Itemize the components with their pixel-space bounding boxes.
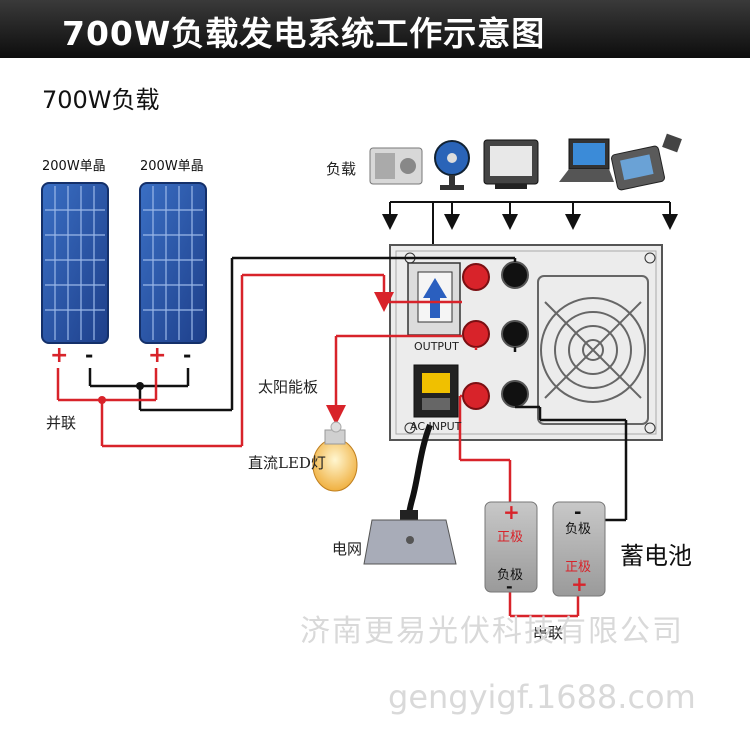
battery-1-top-label: 正极 (497, 530, 524, 545)
header-bar: 700W负载发电系统工作示意图 (0, 0, 750, 58)
ac-input-label: AC INPUT (410, 420, 462, 433)
load-subtitle: 700W负载 (42, 86, 160, 114)
load-label: 负载 (326, 160, 357, 178)
battery-1-top-sign: + (503, 500, 520, 524)
battery-1 (484, 501, 538, 593)
battery-2-top-sign: - (574, 502, 582, 523)
grid-plug-icon (363, 423, 457, 565)
battery-2-bottom-sign: + (571, 572, 588, 596)
radio-icon (369, 147, 423, 185)
panel-2-label: 200W单晶 (140, 159, 204, 174)
battery-1-bottom-sign: - (506, 577, 513, 596)
grid-label: 电网 (332, 540, 363, 558)
series-label: 串联 (533, 624, 564, 642)
tv-icon (483, 139, 539, 189)
controller-inverter (389, 244, 663, 441)
laptop-icon (559, 138, 614, 182)
panel-1-label: 200W单晶 (42, 159, 106, 174)
battery-label: 蓄电池 (620, 542, 692, 570)
solar-panel-2 (139, 182, 207, 344)
panel-1-minus: - (85, 343, 94, 367)
fan-icon (434, 140, 470, 190)
panel-2-minus: - (183, 343, 192, 367)
mobile-device-icon (611, 133, 682, 191)
positive-wiring (56, 273, 580, 618)
fan-grille-icon (537, 275, 649, 425)
parallel-label: 并联 (46, 414, 77, 432)
watermark-url: gengyigf.1688.com (388, 678, 696, 716)
page-title: 700W负载发电系统工作示意图 (62, 14, 546, 53)
battery-2-bottom-label: 正极 (565, 560, 592, 575)
battery-2 (552, 501, 606, 597)
battery-1-bottom-label: 负极 (497, 568, 524, 583)
battery-2-top-label: 负极 (565, 522, 592, 537)
led-bulb-icon (312, 421, 358, 492)
panel-2-plus: + (148, 343, 167, 368)
panel-1-plus: + (50, 343, 69, 368)
dc-led-label: 直流LED灯 (248, 454, 326, 472)
watermark-company: 济南更易光伏科技有限公司 (300, 614, 684, 649)
output-label: OUTPUT (414, 340, 459, 353)
solar-panel-label: 太阳能板 (258, 378, 319, 396)
solar-panel-1 (41, 182, 109, 344)
